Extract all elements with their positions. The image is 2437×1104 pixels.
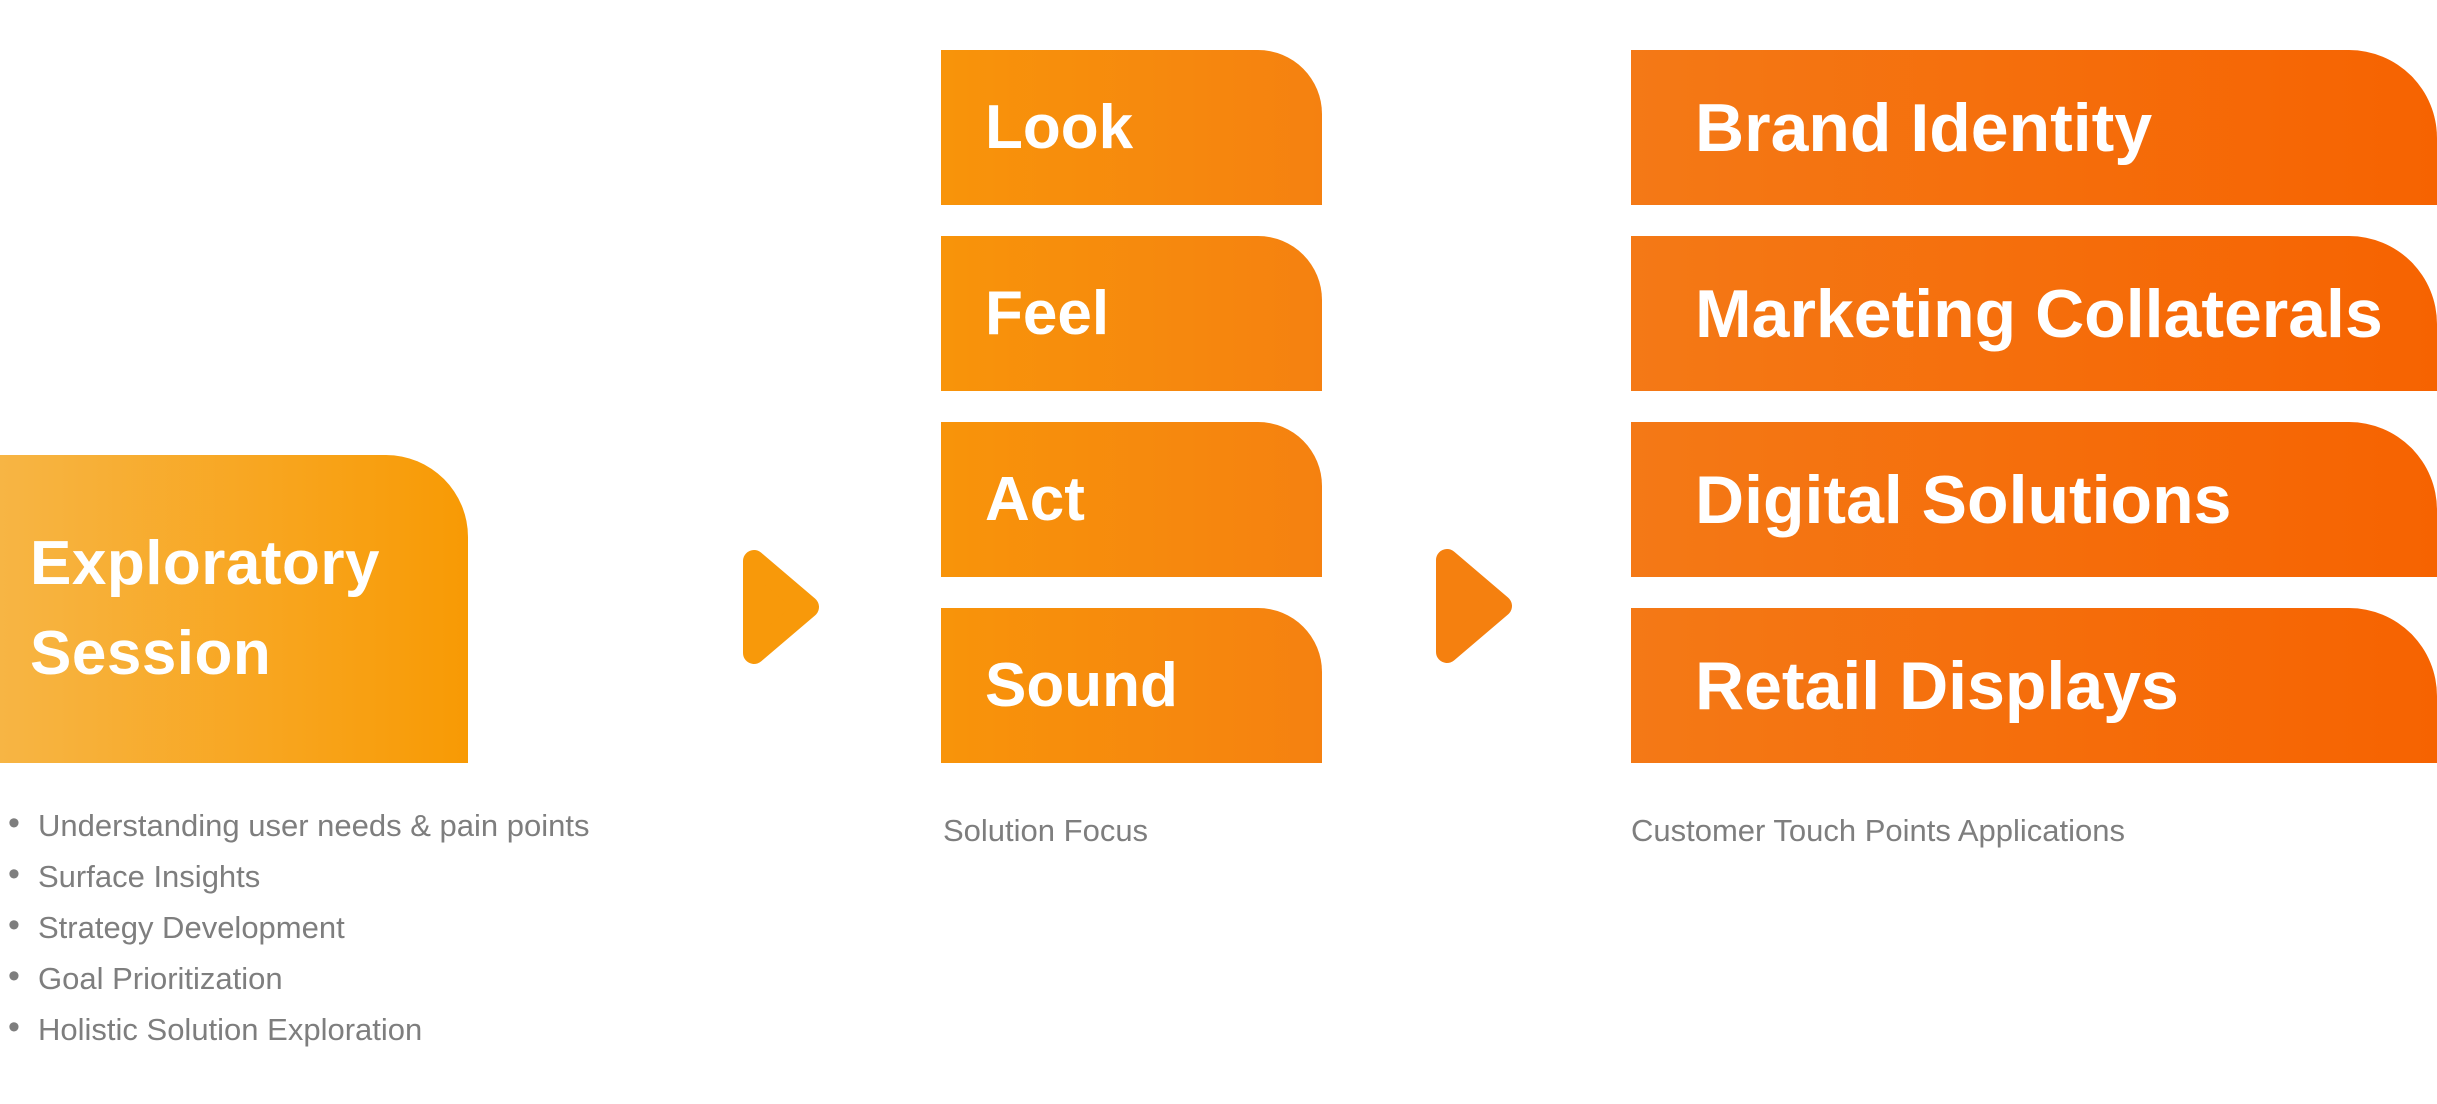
touch-points-caption: Customer Touch Points Applications xyxy=(1631,813,2125,848)
exploratory-session-box: Exploratory Session xyxy=(0,455,468,763)
touch-point-item-brand-identity: Brand Identity xyxy=(1631,50,2437,205)
bullet-dot: • xyxy=(8,957,20,995)
touch-point-label: Retail Displays xyxy=(1695,647,2179,724)
solution-focus-item-look: Look xyxy=(941,50,1322,205)
exploratory-title-line2: Session xyxy=(30,619,272,688)
touch-point-item-retail-displays: Retail Displays xyxy=(1631,608,2437,763)
solution-focus-item-act: Act xyxy=(941,422,1322,577)
bullet-item: • Goal Prioritization xyxy=(8,957,648,998)
arrow-right-icon-left xyxy=(741,546,821,668)
bullet-text: Goal Prioritization xyxy=(38,961,283,996)
touch-point-label: Marketing Collaterals xyxy=(1695,275,2383,352)
bullet-text: Strategy Development xyxy=(38,910,345,945)
bullet-dot: • xyxy=(8,804,20,842)
touch-point-label: Brand Identity xyxy=(1695,89,2153,166)
bullet-item: • Holistic Solution Exploration xyxy=(8,1008,648,1049)
bullet-item: • Surface Insights xyxy=(8,855,648,896)
bullet-item: • Strategy Development xyxy=(8,906,648,947)
solution-focus-label: Sound xyxy=(985,651,1178,720)
solution-focus-label: Feel xyxy=(985,279,1110,348)
solution-focus-label: Look xyxy=(985,93,1134,162)
bullet-text: Holistic Solution Exploration xyxy=(38,1012,423,1047)
bullet-item: • Understanding user needs & pain points xyxy=(8,804,648,845)
touch-point-item-marketing-collaterals: Marketing Collaterals xyxy=(1631,236,2437,391)
solution-focus-item-sound: Sound xyxy=(941,608,1322,763)
touch-point-item-digital-solutions: Digital Solutions xyxy=(1631,422,2437,577)
solution-focus-label: Act xyxy=(985,465,1085,534)
solution-focus-caption: Solution Focus xyxy=(943,813,1149,848)
solution-focus-item-feel: Feel xyxy=(941,236,1322,391)
bullet-text: Surface Insights xyxy=(38,859,261,894)
bullet-text: Understanding user needs & pain points xyxy=(38,808,590,843)
bullet-dot: • xyxy=(8,855,20,893)
exploratory-title-line1: Exploratory xyxy=(30,529,381,598)
bullet-dot: • xyxy=(8,1008,20,1046)
exploratory-bullet-list: •Understanding user needs & pain points … xyxy=(8,804,648,1061)
bullet-dot: • xyxy=(8,906,20,944)
touch-point-label: Digital Solutions xyxy=(1695,461,2232,538)
arrow-right-icon-right xyxy=(1434,545,1514,667)
